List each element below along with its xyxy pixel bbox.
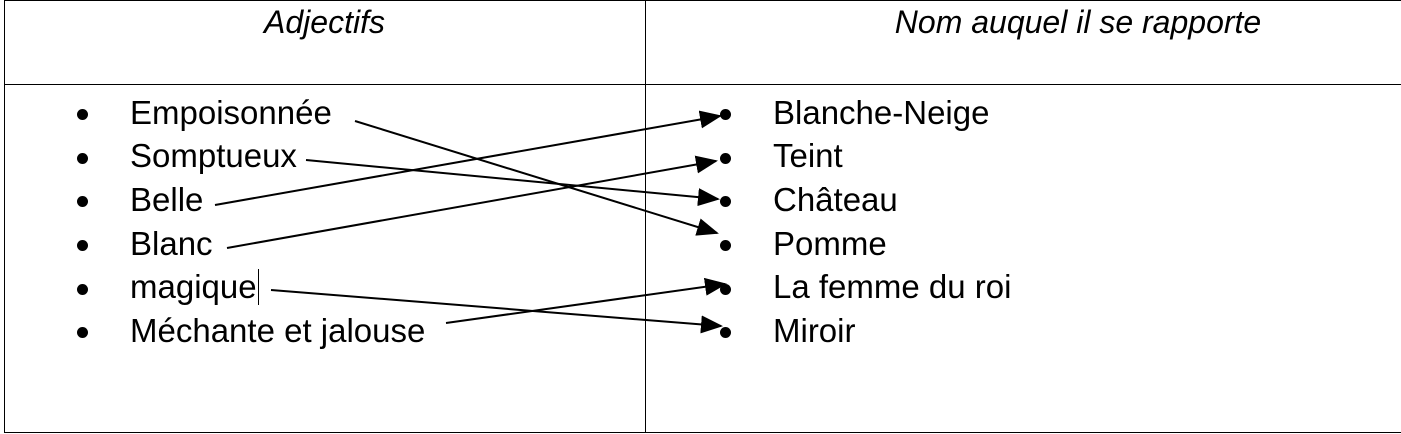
bullet-icon <box>720 327 731 339</box>
adjective-item: Méchante et jalouse <box>74 309 425 353</box>
noun-item: Teint <box>717 135 1011 179</box>
text-cursor <box>257 269 259 306</box>
bullet-icon <box>720 240 731 252</box>
column-header-adjectives: Adjectifs <box>264 4 385 40</box>
bullet-icon <box>720 196 731 208</box>
noun-item: Château <box>717 178 1011 222</box>
bullet-icon <box>720 152 731 164</box>
header-divider <box>4 84 1401 85</box>
bullet-icon <box>77 152 88 164</box>
table-left-border <box>4 0 5 433</box>
noun-label[interactable]: Blanche-Neige <box>773 93 990 131</box>
adjective-item: Blanc <box>74 222 425 266</box>
table-top-border <box>4 0 1401 1</box>
bullet-icon <box>77 283 88 295</box>
column-header-nouns: Nom auquel il se rapporte <box>894 4 1262 40</box>
adjective-label[interactable]: Blanc <box>130 224 213 262</box>
noun-list: Blanche-Neige Teint Château Pomme La fem… <box>717 91 1011 353</box>
column-divider <box>645 0 646 433</box>
noun-label[interactable]: Miroir <box>773 311 856 349</box>
adjective-item: Empoisonnée <box>74 91 425 135</box>
table-bottom-border <box>4 432 1401 433</box>
noun-label[interactable]: Teint <box>773 137 843 175</box>
bullet-icon <box>720 283 731 295</box>
noun-label[interactable]: Château <box>773 180 898 218</box>
bullet-icon <box>720 109 731 121</box>
noun-label[interactable]: Pomme <box>773 224 887 262</box>
bullet-icon <box>77 327 88 339</box>
bullet-icon <box>77 109 88 121</box>
adjective-label[interactable]: Empoisonnée <box>130 93 332 131</box>
adjective-label[interactable]: Méchante et jalouse <box>130 311 426 349</box>
bullet-icon <box>77 196 88 208</box>
noun-item: La femme du roi <box>717 265 1011 309</box>
arrow-mechante-femme-du-roi[interactable] <box>445 277 727 324</box>
noun-item: Blanche-Neige <box>717 91 1011 135</box>
adjective-label[interactable]: magique <box>130 268 257 306</box>
adjective-item: Belle <box>74 178 425 222</box>
adjective-label[interactable]: Belle <box>130 180 204 218</box>
adjective-label[interactable]: Somptueux <box>130 137 297 175</box>
noun-label[interactable]: La femme du roi <box>773 268 1012 306</box>
adjective-list: Empoisonnée Somptueux Belle Blanc magiqu… <box>74 91 425 353</box>
noun-item: Miroir <box>717 309 1011 353</box>
noun-item: Pomme <box>717 222 1011 266</box>
adjective-item: magique <box>74 265 425 309</box>
adjective-item: Somptueux <box>74 135 425 179</box>
bullet-icon <box>77 240 88 252</box>
